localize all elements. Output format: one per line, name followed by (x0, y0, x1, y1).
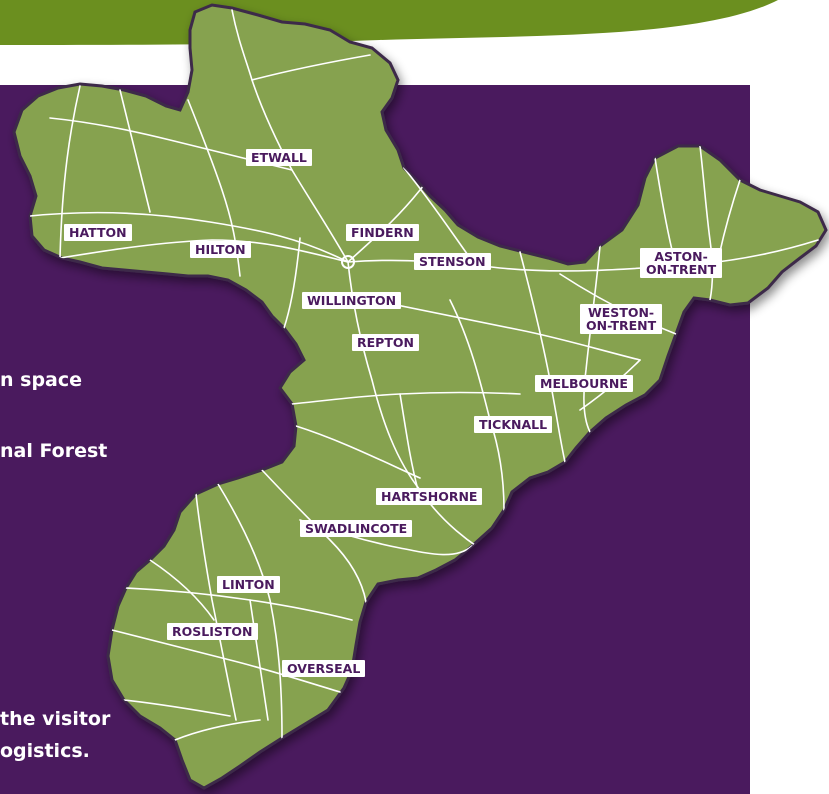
place-label-hatton: HATTON (64, 224, 132, 241)
body-text-line: n space (0, 369, 83, 391)
place-label-willington: WILLINGTON (302, 292, 402, 309)
place-label-stenson: STENSON (414, 253, 491, 270)
place-label-swadlincote: SWADLINCOTE (300, 520, 413, 537)
body-text-line: ogistics. (0, 740, 90, 762)
junction-roundabout (341, 255, 355, 269)
place-label-overseal: OVERSEAL (282, 660, 366, 677)
place-label-weston-on-trent: WESTON- ON-TRENT (580, 304, 663, 334)
place-label-hilton: HILTON (190, 241, 251, 258)
place-label-melbourne: MELBOURNE (535, 375, 633, 392)
place-label-rosliston: ROSLISTON (167, 623, 258, 640)
place-label-ticknall: TICKNALL (474, 416, 553, 433)
body-text-line: the visitor (0, 708, 111, 730)
place-label-etwall: ETWALL (246, 149, 312, 166)
body-text-line: nal Forest (0, 440, 108, 462)
place-label-aston-on-trent: ASTON- ON-TRENT (640, 248, 723, 278)
place-label-findern: FINDERN (346, 224, 419, 241)
place-label-hartshorne: HARTSHORNE (376, 488, 483, 505)
place-label-repton: REPTON (352, 334, 419, 351)
place-label-linton: LINTON (217, 576, 280, 593)
road-network (29, 9, 819, 741)
district-land (12, 3, 828, 790)
